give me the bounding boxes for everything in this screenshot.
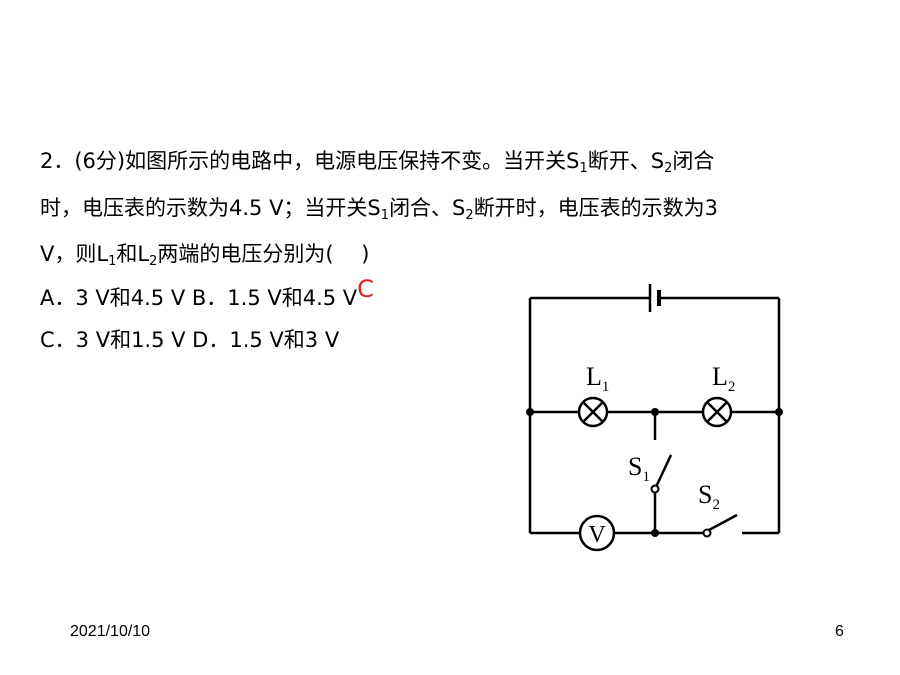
- answer-mark: C: [357, 275, 374, 303]
- lamp-l1: [577, 396, 609, 428]
- question-text: 两端的电压分别为( ): [157, 242, 370, 266]
- switch-s1-blade: [653, 454, 673, 490]
- page-number: 6: [835, 623, 844, 640]
- switch-s1-contact: [650, 484, 660, 494]
- subscript: 1: [380, 208, 390, 223]
- label-l2: L2: [712, 362, 735, 395]
- switch-s2-blade: [708, 513, 738, 532]
- question-text: 时，电压表的示数为4.5 V；当开关S: [40, 196, 381, 220]
- junction-mid: [651, 408, 659, 416]
- question-text: 断开、S: [587, 149, 665, 173]
- options-text: C．3 V和1.5 V D．1.5 V和3 V: [40, 328, 340, 352]
- label-s2: S2: [698, 480, 720, 513]
- options-text: A．3 V和4.5 V B．1.5 V和4.5 V: [40, 286, 358, 310]
- question-line-1: 2．(6分)如图所示的电路中，电源电压保持不变。当开关S1断开、S2闭合: [40, 149, 715, 176]
- junction-right: [775, 408, 783, 416]
- question-text: 闭合、S: [389, 196, 466, 220]
- junction-left: [526, 408, 534, 416]
- switch-s2-contact: [702, 528, 712, 538]
- subscript: 1: [108, 254, 117, 269]
- subscript: 1: [579, 161, 588, 176]
- subscript: 2: [465, 208, 474, 223]
- options-c-d: C．3 V和1.5 V D．1.5 V和3 V: [40, 330, 339, 351]
- junction-bottom: [651, 529, 659, 537]
- question-text: 和L: [116, 242, 150, 266]
- question-line-3: V，则L1和L2两端的电压分别为( ): [40, 242, 370, 269]
- subscript: 2: [149, 254, 158, 269]
- question-text: 闭合: [672, 149, 715, 173]
- label-s1: S1: [628, 452, 650, 485]
- question-text: 断开时，电压表的示数为3: [473, 196, 719, 220]
- options-a-b: A．3 V和4.5 V B．1.5 V和4.5 VC: [40, 277, 374, 310]
- footer-date: 2021/10/10: [70, 623, 151, 640]
- question-text: V，则L: [40, 242, 109, 266]
- voltmeter-label: V: [588, 522, 606, 548]
- voltmeter: [578, 514, 616, 552]
- subscript: 2: [664, 161, 673, 176]
- question-line-2: 时，电压表的示数为4.5 V；当开关S1闭合、S2断开时，电压表的示数为3: [40, 196, 719, 223]
- label-l1: L1: [586, 362, 609, 395]
- question-text: 2．(6分)如图所示的电路中，电源电压保持不变。当开关S: [40, 149, 580, 173]
- lamp-l2: [701, 396, 733, 428]
